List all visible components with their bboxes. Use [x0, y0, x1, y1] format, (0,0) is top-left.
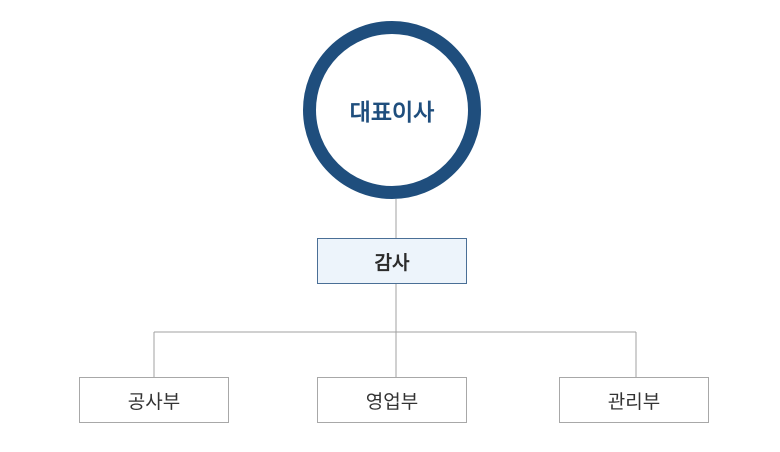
audit-label: 감사: [374, 251, 410, 274]
dept-node-construction: 공사부: [79, 377, 229, 423]
dept-node-sales: 영업부: [317, 377, 467, 423]
dept-label: 영업부: [365, 390, 419, 413]
ceo-label: 대표이사: [349, 100, 435, 126]
dept-label: 공사부: [127, 390, 181, 413]
dept-label: 관리부: [607, 390, 661, 413]
audit-node: 감사: [317, 238, 467, 284]
ceo-node: 대표이사: [303, 21, 481, 199]
dept-node-management: 관리부: [559, 377, 709, 423]
